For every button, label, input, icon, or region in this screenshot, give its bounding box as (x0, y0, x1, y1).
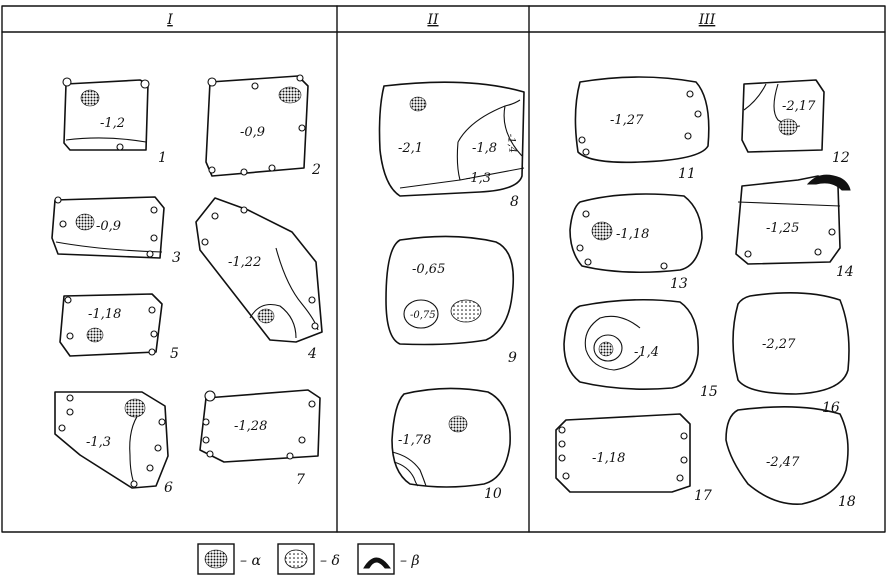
label-7: 7 (296, 472, 305, 488)
column-header-2: II (426, 12, 439, 28)
column-header-3: III (698, 12, 716, 28)
value-7: -1,28 (234, 419, 267, 434)
label-11: 11 (678, 166, 696, 182)
specimen-4: -1,22 4 (196, 198, 322, 362)
label-8: 8 (510, 194, 519, 210)
specimen-2: -0,9 2 (206, 75, 321, 178)
label-14: 14 (836, 264, 854, 280)
legend-label-a: – α (240, 553, 261, 569)
value-5: -1,18 (88, 307, 121, 322)
specimen-11: -1,27 11 (575, 77, 708, 182)
label-18: 18 (838, 494, 856, 510)
label-3: 3 (172, 250, 181, 266)
value-8: -2,1 (398, 141, 423, 156)
value-6: -1,3 (86, 435, 111, 450)
legend-item-a: – α (198, 544, 261, 574)
value-16: -2,27 (762, 337, 796, 352)
value-9: -0,65 (412, 262, 445, 277)
label-5: 5 (170, 346, 179, 362)
value-12: -2,17 (782, 99, 816, 114)
value-10: -1,78 (398, 433, 431, 448)
specimen-15: -1,4 15 (564, 300, 718, 400)
label-13: 13 (670, 276, 688, 292)
value-11: -1,27 (610, 113, 644, 128)
label-2: 2 (311, 162, 321, 178)
label-15: 15 (700, 384, 718, 400)
specimen-6: -1,3 6 (55, 392, 173, 496)
specimen-12: -2,17 12 (742, 80, 850, 166)
specimen-14: -1,25 14 (736, 175, 854, 280)
value-8d: -1,4 (505, 133, 518, 153)
label-4: 4 (307, 346, 317, 362)
value-8b: -1,8 (472, 141, 497, 156)
value-3: -0,9 (96, 219, 121, 234)
specimen-5: -1,18 5 (60, 294, 179, 362)
value-17: -1,18 (592, 451, 625, 466)
value-18: -2,47 (766, 455, 800, 470)
sparse-inclusion-icon (285, 550, 307, 568)
legend-label-b: – δ (320, 553, 340, 569)
specimen-3: -0,9 3 (52, 197, 181, 266)
crust-arc-icon (364, 558, 390, 568)
column-headers: I II III (166, 12, 716, 28)
column-header-1: I (166, 12, 173, 28)
label-17: 17 (694, 488, 712, 504)
value-2: -0,9 (240, 125, 265, 140)
specimen-16: -2,27 16 (733, 293, 849, 416)
value-15: -1,4 (634, 345, 659, 360)
specimen-13: -1,18 13 (570, 194, 702, 292)
value-9b: -0,75 (410, 310, 436, 321)
specimen-18: -2,47 18 (726, 407, 856, 510)
legend-label-c: – β (400, 553, 420, 569)
specimen-9: -0,65 -0,75 9 (386, 236, 517, 366)
legend-item-c: – β (358, 544, 420, 574)
value-4: -1,22 (228, 255, 261, 270)
value-14: -1,25 (766, 221, 799, 236)
value-13: -1,18 (616, 227, 649, 242)
specimen-17: -1,18 17 (556, 414, 712, 504)
specimen-1: -1,2 1 (63, 78, 167, 166)
value-8c: -1,3 (466, 171, 491, 186)
dense-inclusion-icon (205, 550, 227, 568)
legend: – α – δ – β (198, 544, 420, 574)
value-1: -1,2 (100, 116, 125, 131)
label-9: 9 (508, 350, 517, 366)
label-10: 10 (484, 486, 502, 502)
specimen-7: -1,28 7 (200, 390, 320, 488)
specimen-8: -2,1 -1,8 -1,3 -1,4 8 (380, 82, 525, 210)
legend-item-b: – δ (278, 544, 340, 574)
specimen-10: -1,78 10 (392, 388, 510, 502)
label-6: 6 (164, 480, 173, 496)
label-12: 12 (832, 150, 850, 166)
label-1: 1 (158, 150, 167, 166)
